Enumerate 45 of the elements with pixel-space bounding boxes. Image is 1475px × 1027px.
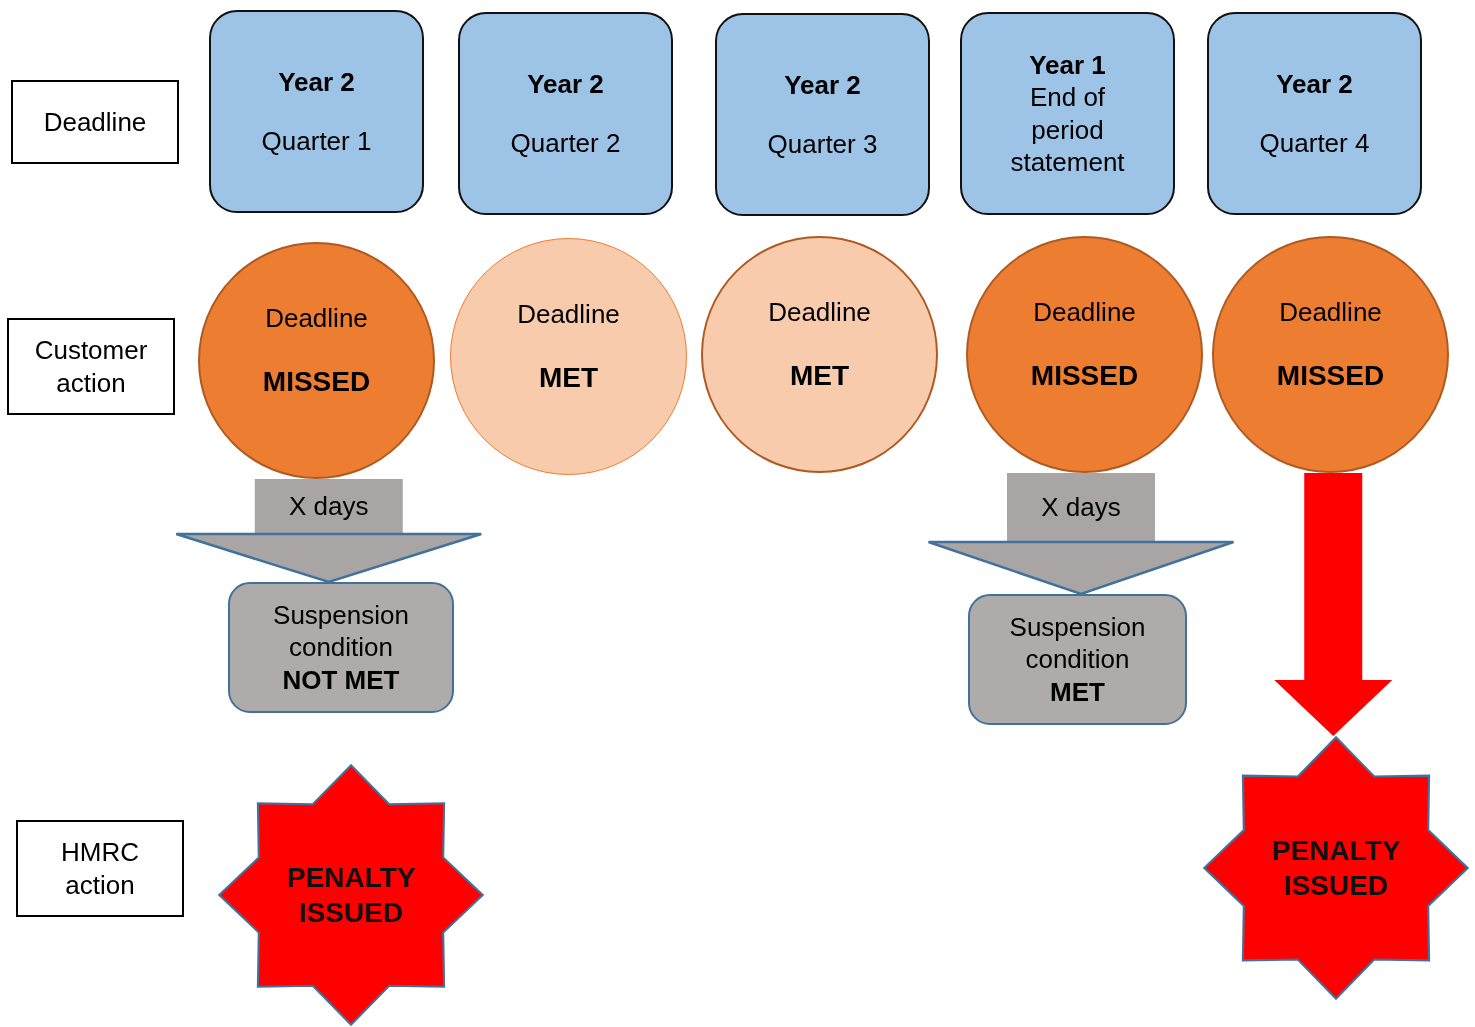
status-heading: Deadline: [517, 297, 620, 331]
status-heading: Deadline: [265, 301, 368, 335]
penalty-star: [1203, 736, 1469, 1000]
status-text: MISSED: [1030, 359, 1139, 394]
period-box: [715, 13, 930, 216]
row-label-box: [7, 318, 175, 415]
edge-label: X days: [1041, 492, 1121, 523]
status-heading: Deadline: [1033, 295, 1136, 329]
condition-box: [968, 594, 1187, 725]
row-label: HMRC action: [60, 836, 140, 901]
period-text: Quarter 3: [767, 127, 878, 160]
condition-result: NOT MET: [282, 663, 400, 697]
status-text: MISSED: [262, 365, 371, 400]
year-heading: Year 2: [527, 68, 604, 101]
condition-text: Suspension condition: [272, 598, 410, 664]
block-arrow: [927, 473, 1235, 596]
penalty-text: PENALTY ISSUED: [285, 861, 417, 930]
period-box: [960, 12, 1175, 215]
year-heading: Year 2: [1276, 68, 1353, 101]
status-heading: Deadline: [1279, 295, 1382, 329]
row-label-box: [16, 820, 184, 917]
status-text: MET: [538, 361, 599, 396]
year-heading: Year 2: [784, 69, 861, 102]
period-text: Quarter 1: [261, 124, 372, 157]
period-box: [209, 10, 424, 213]
period-text: Quarter 2: [510, 126, 621, 159]
period-box: [1207, 12, 1422, 215]
period-text: Quarter 4: [1259, 126, 1370, 159]
penalty-star: [218, 764, 484, 1026]
block-arrow: [1274, 473, 1393, 736]
period-text: End of period statement: [1009, 81, 1126, 179]
edge-label: X days: [289, 491, 369, 522]
year-heading: Year 1: [1029, 48, 1106, 81]
year-heading: Year 2: [278, 66, 355, 99]
row-label-box: [11, 80, 179, 164]
condition-text: Suspension condition: [1008, 610, 1147, 676]
row-label: Customer action: [33, 334, 149, 399]
status-text: MISSED: [1276, 359, 1385, 394]
period-box: [458, 12, 673, 215]
condition-box: [228, 582, 454, 713]
status-heading: Deadline: [768, 295, 871, 329]
row-label: Deadline: [42, 105, 148, 139]
condition-result: MET: [1050, 675, 1105, 709]
penalty-text: PENALTY ISSUED: [1270, 834, 1402, 903]
status-text: MET: [789, 359, 850, 394]
